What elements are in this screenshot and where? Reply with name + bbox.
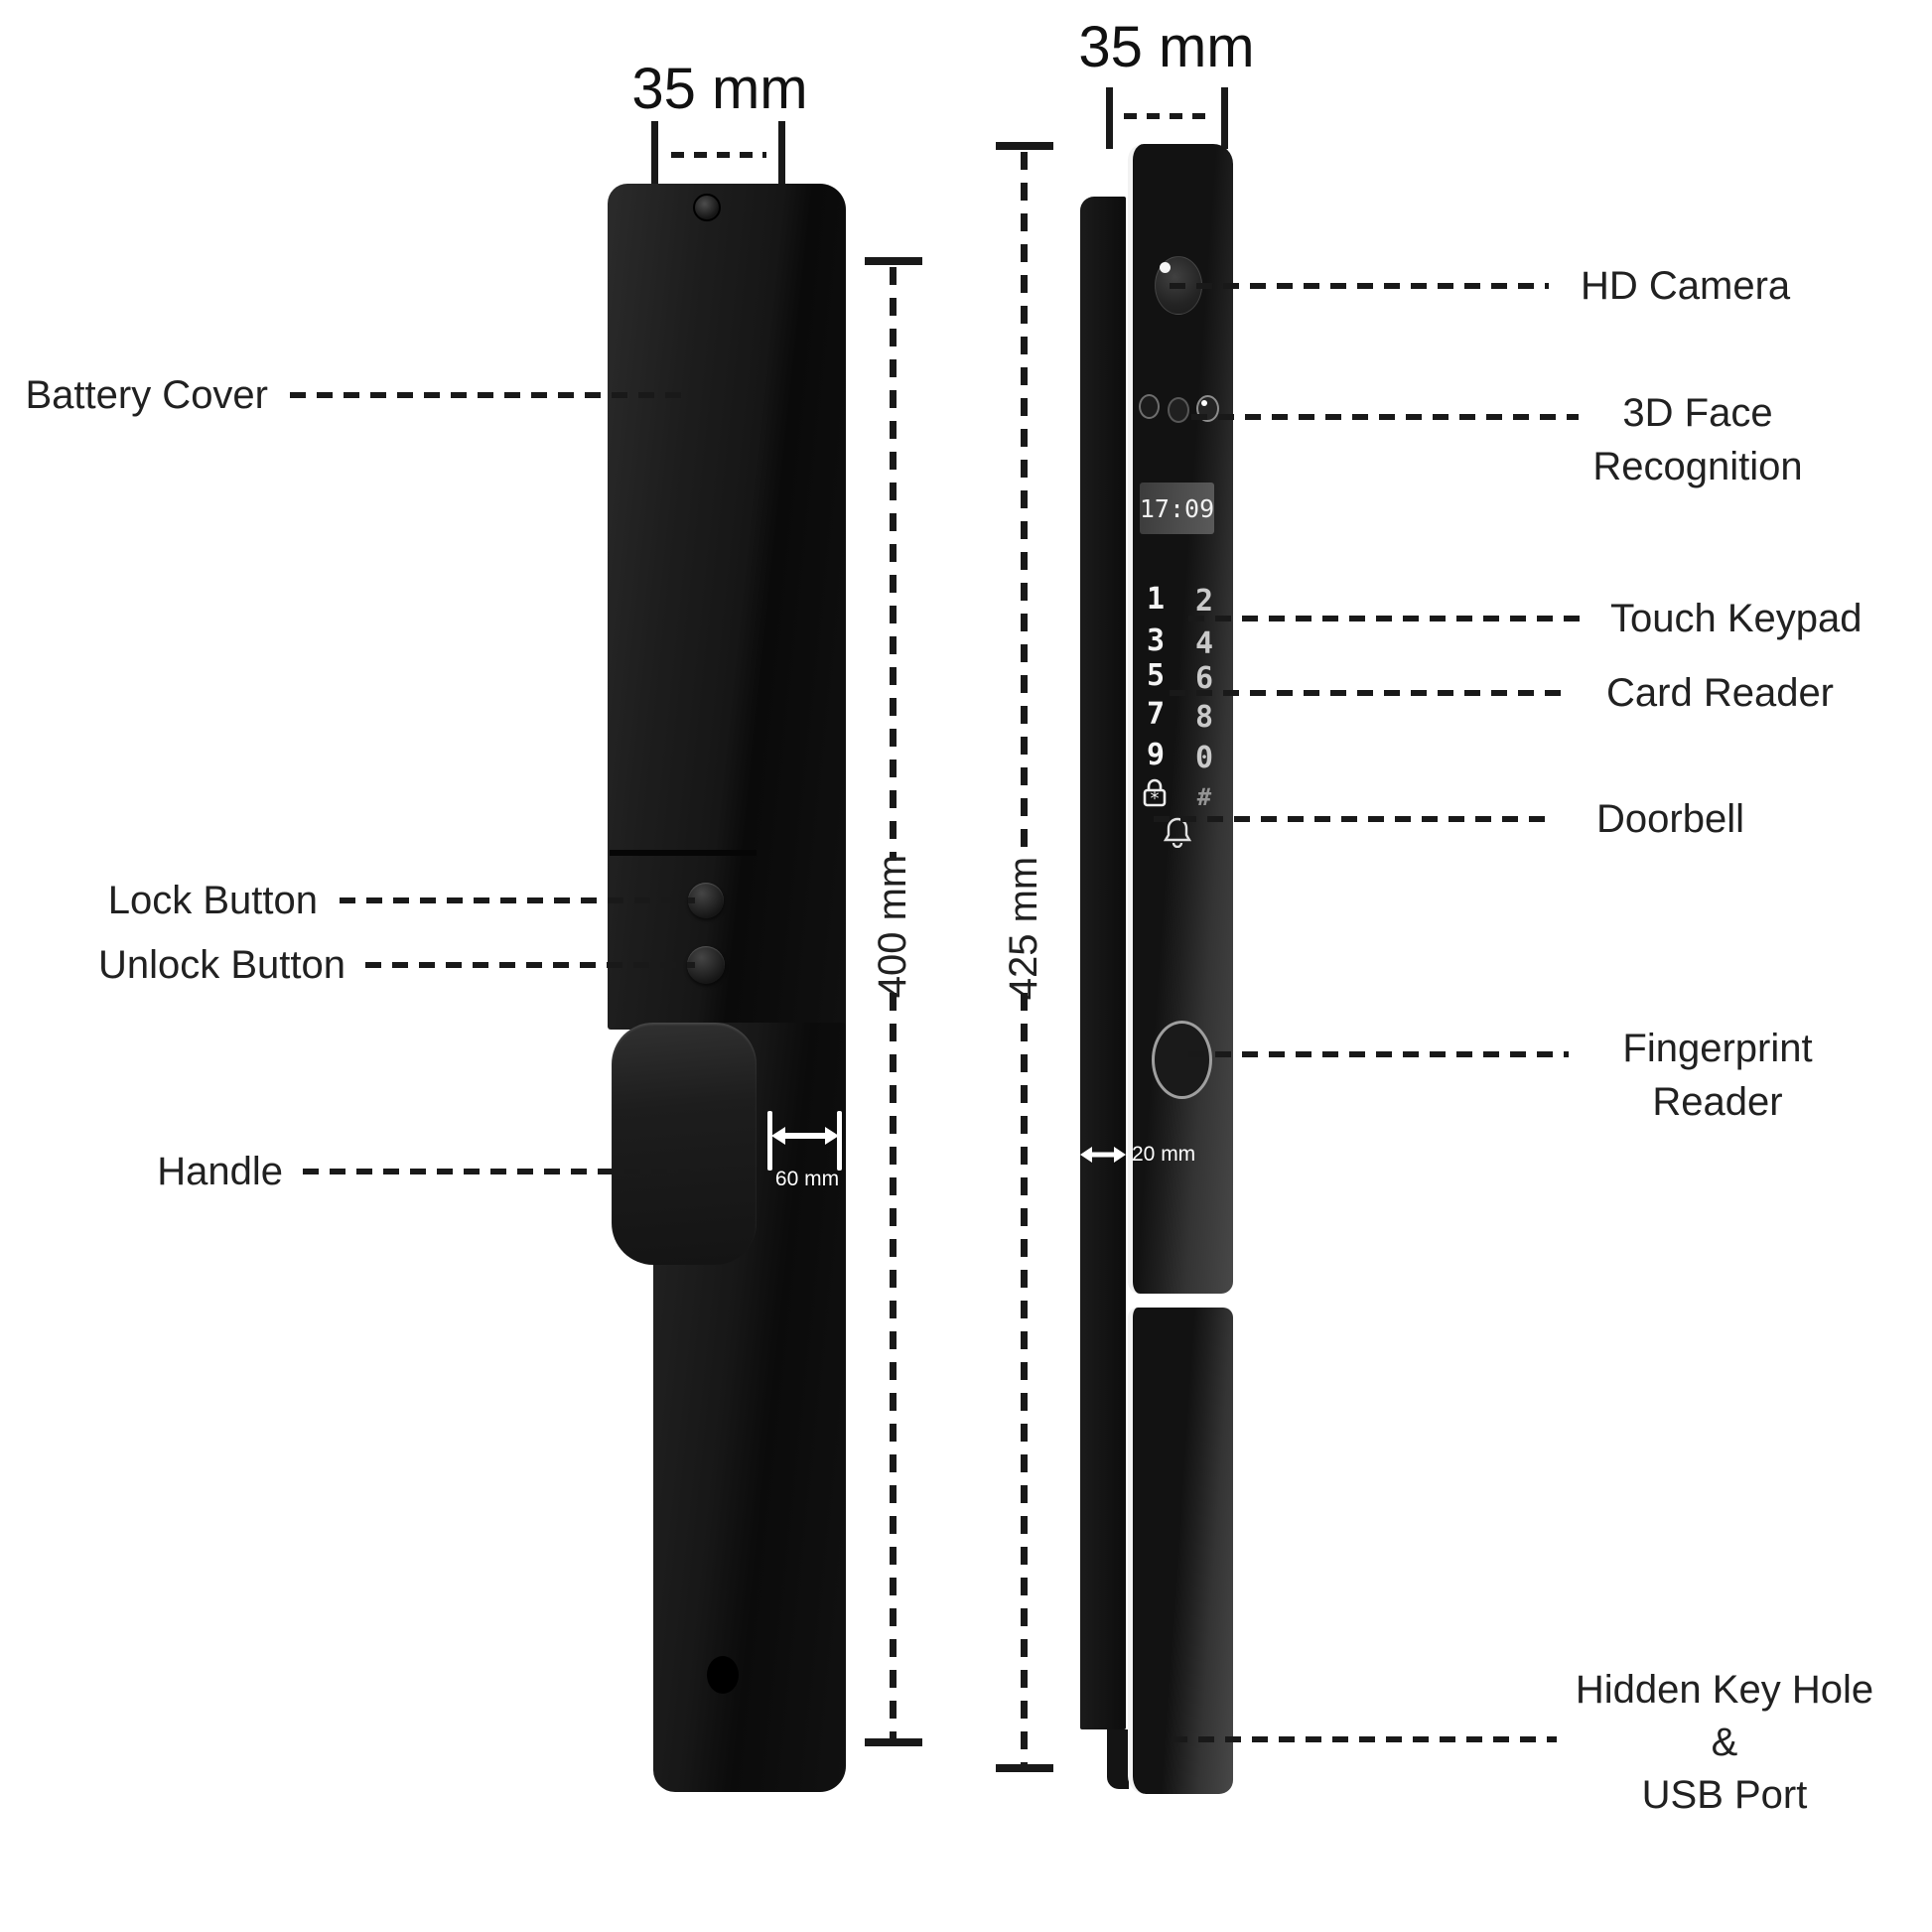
lock-button-label: Lock Button	[107, 879, 318, 922]
right-bracket-start-tick	[1106, 87, 1113, 149]
hd-camera-label: HD Camera	[1581, 264, 1791, 308]
left-bracket-start-tick	[651, 121, 658, 189]
battery-cover-callout-line	[290, 392, 689, 398]
keypad-key-2: 2	[1194, 584, 1214, 619]
fingerprint-label-line2: Reader	[1652, 1080, 1783, 1124]
front-unit-side-edge-step	[1107, 1729, 1129, 1789]
handle-depth-arrow-icon	[771, 1127, 839, 1145]
keypad-hash-key: #	[1196, 783, 1212, 811]
keypad-key-4: 4	[1194, 626, 1214, 661]
keypad-key-8: 8	[1194, 700, 1214, 735]
face-sensor-glint	[1201, 400, 1207, 406]
width-dimension-right-value: 35 mm	[1078, 15, 1255, 79]
keypad-key-9: 9	[1146, 738, 1166, 772]
dim-425-top-cap	[996, 142, 1053, 150]
keypad-key-7: 7	[1146, 697, 1166, 732]
keyhole-usb-label-line2: &	[1711, 1721, 1738, 1764]
dim-425-upper-dashes	[1021, 152, 1028, 859]
width-dimension-left-value: 35 mm	[631, 57, 808, 121]
battery-cover-seam	[610, 850, 757, 856]
dim-400-bottom-cap	[865, 1738, 922, 1746]
dim-400-top-cap	[865, 257, 922, 265]
keyhole-usb-label-line1: Hidden Key Hole	[1575, 1668, 1874, 1712]
svg-text:*: *	[1151, 788, 1160, 809]
lock-button-callout-line	[340, 897, 695, 903]
bottom-bolt-hole	[707, 1656, 739, 1694]
doorbell-callout-line	[1154, 816, 1547, 822]
unlock-button-label: Unlock Button	[97, 943, 345, 987]
front-unit-side-edge	[1080, 197, 1126, 1729]
touch-keypad-callout-line	[1188, 616, 1581, 621]
door-handle	[612, 1023, 757, 1265]
top-screw-hole	[693, 194, 721, 221]
front-panel-lower-keyhole-usb	[1128, 1308, 1233, 1794]
keypad-key-3: 3	[1146, 623, 1166, 658]
touch-keypad-label: Touch Keypad	[1610, 597, 1863, 640]
hd-camera-callout-line	[1170, 283, 1549, 289]
camera-highlight-dot	[1160, 262, 1171, 273]
card-reader-label: Card Reader	[1606, 671, 1835, 715]
front-panel-upper	[1128, 144, 1233, 1294]
face-sensor-middle-icon	[1168, 397, 1189, 423]
fingerprint-reader-sensor	[1152, 1021, 1212, 1099]
face-recognition-label-line1: 3D Face	[1622, 391, 1773, 435]
dim-400-lower-dashes	[890, 993, 897, 1738]
fingerprint-label-line1: Fingerprint	[1622, 1027, 1813, 1070]
handle-depth-value: 60 mm	[774, 1168, 840, 1190]
keypad-key-5: 5	[1146, 658, 1166, 693]
keypad-lock-asterisk-icon: *	[1143, 778, 1167, 809]
unlock-button-callout-line	[365, 962, 695, 968]
handle-depth-end-tick	[837, 1111, 842, 1171]
right-bracket-end-tick	[1221, 87, 1228, 149]
keyhole-usb-label-line3: USB Port	[1641, 1773, 1808, 1817]
handle-depth-start-tick	[767, 1111, 772, 1171]
left-bracket-end-tick	[778, 121, 785, 189]
dim-425-lower-dashes	[1021, 993, 1028, 1764]
handle-callout-line	[303, 1169, 690, 1174]
left-bracket-dashes	[671, 152, 766, 158]
keypad-key-6: 6	[1194, 661, 1214, 696]
clock-display: 17:09	[1140, 483, 1214, 534]
face-sensor-left-icon	[1139, 394, 1160, 419]
dim-425-bottom-cap	[996, 1764, 1053, 1772]
fingerprint-callout-line	[1188, 1051, 1569, 1057]
edge-depth-arrow-icon	[1080, 1147, 1126, 1163]
fingerprint-label: Fingerprint Reader	[1579, 1022, 1857, 1129]
keypad-key-0: 0	[1194, 741, 1214, 775]
right-bracket-dashes	[1124, 113, 1211, 119]
keyhole-usb-callout-line	[1172, 1736, 1557, 1742]
face-recognition-label: 3D Face Recognition	[1569, 386, 1827, 493]
battery-cover-label: Battery Cover	[25, 373, 268, 417]
dim-400-upper-dashes	[890, 267, 897, 861]
keyhole-usb-label: Hidden Key Hole & USB Port	[1559, 1664, 1890, 1822]
keypad-key-1: 1	[1146, 582, 1166, 617]
battery-cover-body	[608, 184, 846, 1030]
face-recognition-callout-line	[1191, 414, 1579, 420]
edge-depth-start-tick	[1075, 1138, 1080, 1173]
edge-depth-value: 20 mm	[1132, 1143, 1196, 1166]
doorbell-label: Doorbell	[1596, 797, 1744, 841]
handle-label: Handle	[157, 1150, 283, 1193]
card-reader-callout-line	[1170, 690, 1571, 696]
face-recognition-label-line2: Recognition	[1592, 445, 1803, 488]
